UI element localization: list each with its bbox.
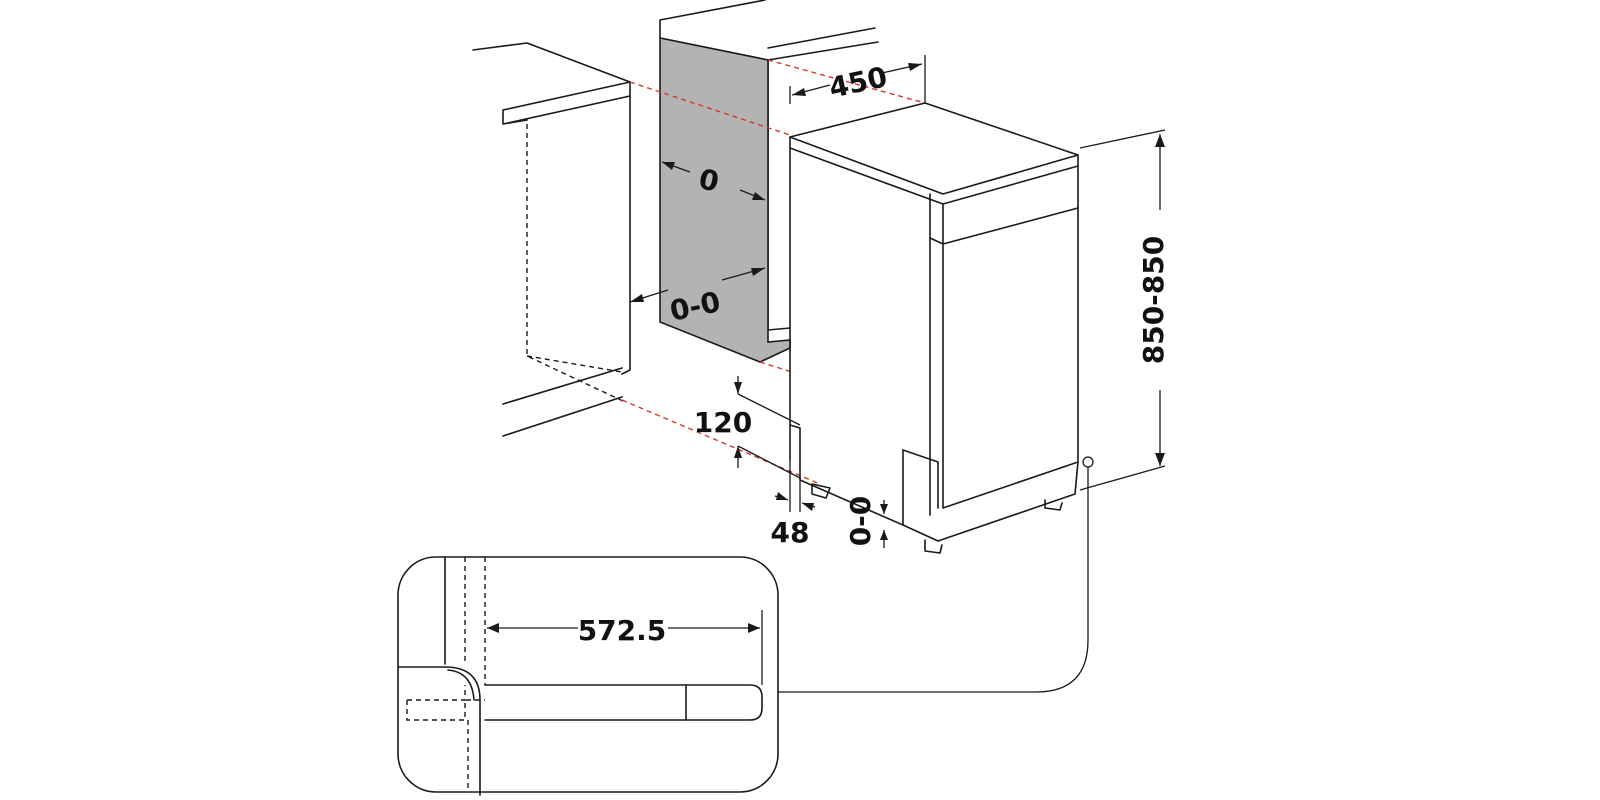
left-counter xyxy=(472,42,631,437)
detail-inset xyxy=(397,556,779,796)
dimension-lines xyxy=(629,55,1166,693)
dim-label-foot-offset: 48 xyxy=(771,516,810,549)
dim-label-height: 850-850 xyxy=(1137,236,1170,365)
dim-label-door-depth: 572.5 xyxy=(578,614,667,647)
alignment-guides xyxy=(621,59,926,485)
dim-label-width-top: 450 xyxy=(826,60,890,104)
dim-label-plinth-height: 120 xyxy=(694,406,752,439)
dim-label-foot-adjust: 0-0 xyxy=(844,496,877,547)
dishwasher xyxy=(789,102,1079,554)
